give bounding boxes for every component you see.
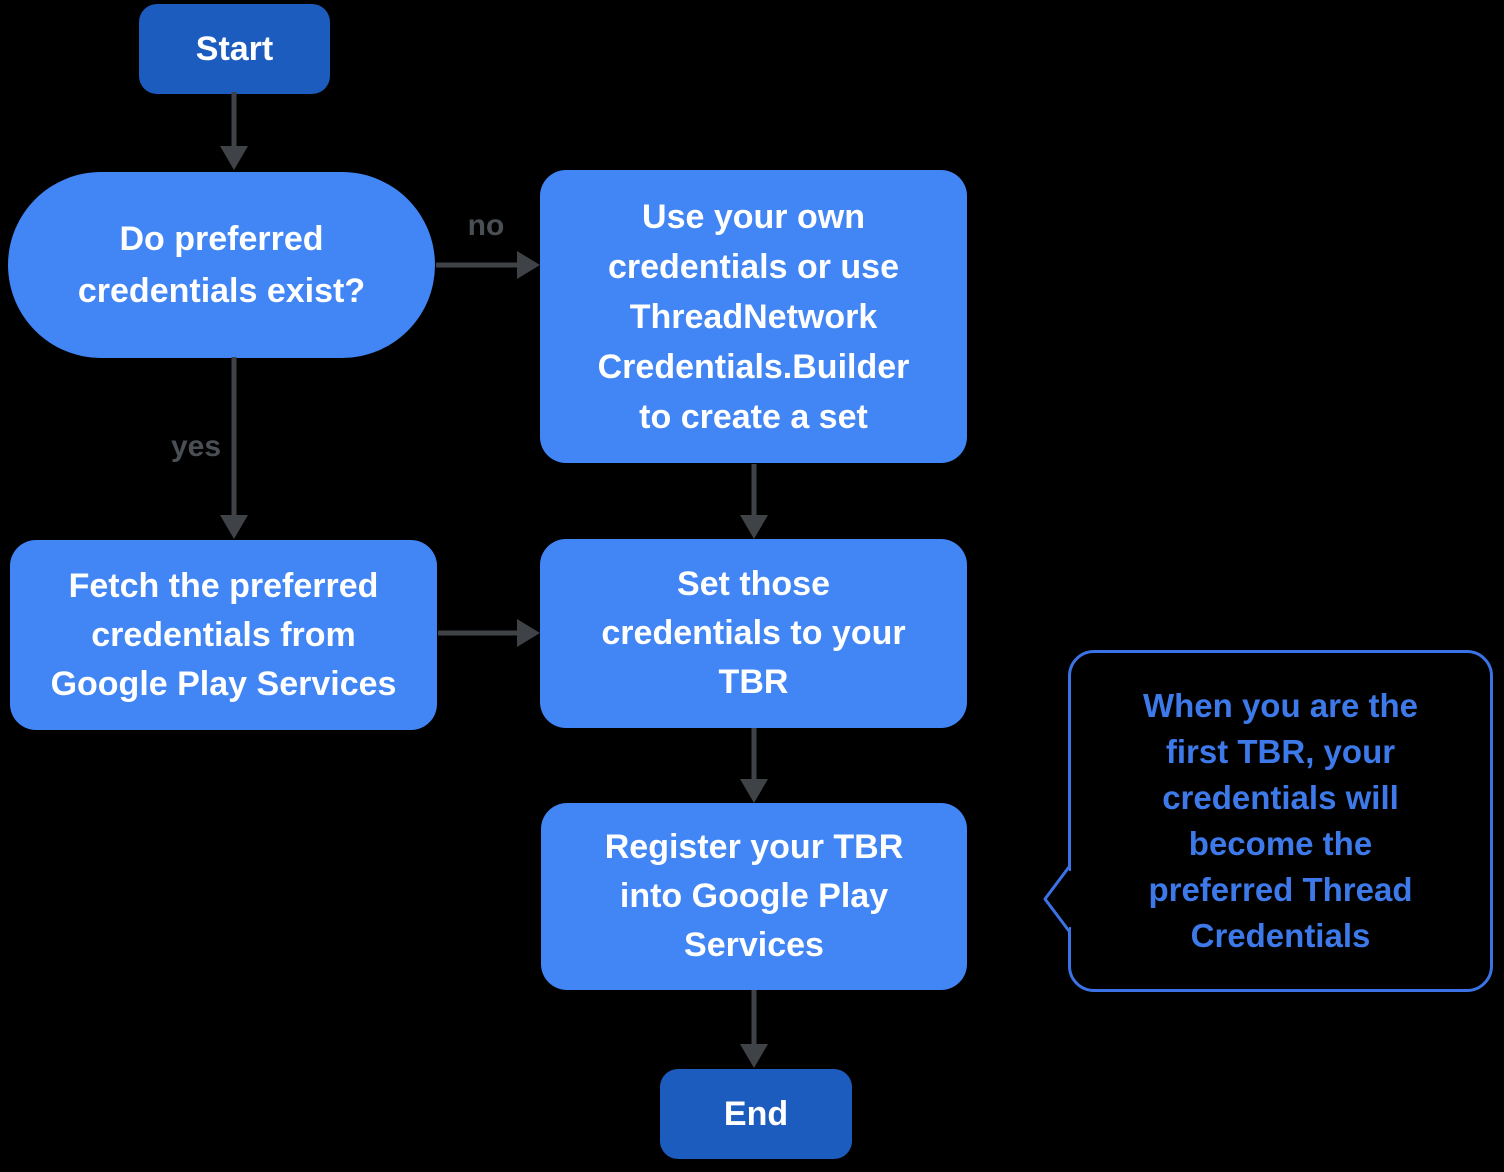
arrow-head-icon xyxy=(740,515,768,539)
arrow-shaft xyxy=(436,262,522,268)
arrow-start-to-decision xyxy=(220,92,248,170)
arrow-head-icon xyxy=(517,251,540,279)
arrow-head-icon xyxy=(740,1044,768,1068)
node-end: End xyxy=(660,1069,852,1159)
callout-tail-icon xyxy=(1043,866,1071,932)
node-use-own-credentials-label: Use your own credentials or use ThreadNe… xyxy=(597,197,910,436)
edge-label-yes: yes xyxy=(170,430,222,463)
arrow-shaft xyxy=(438,630,522,636)
arrow-set-to-register xyxy=(740,728,768,803)
arrow-head-icon xyxy=(220,146,248,170)
node-decision-label: Do preferred credentials exist? xyxy=(77,220,366,310)
callout-note-label: When you are the first TBR, your credent… xyxy=(1142,687,1419,954)
node-decision: Do preferred credentials exist? xyxy=(8,172,435,358)
node-start: Start xyxy=(139,4,330,94)
arrow-shaft xyxy=(231,357,237,519)
node-fetch-credentials-label: Fetch the preferred credentials from Goo… xyxy=(50,566,397,703)
arrow-shaft xyxy=(231,92,237,150)
node-register-tbr: Register your TBR into Google Play Servi… xyxy=(541,803,967,990)
arrow-use-to-set xyxy=(740,464,768,539)
node-set-credentials: Set those credentials to your TBR xyxy=(540,539,967,728)
arrow-shaft xyxy=(751,728,757,783)
node-start-label: Start xyxy=(195,29,274,68)
arrow-shaft xyxy=(751,990,757,1048)
arrow-head-icon xyxy=(220,515,248,539)
node-register-tbr-label: Register your TBR into Google Play Servi… xyxy=(604,828,904,964)
arrow-register-to-end xyxy=(740,990,768,1068)
node-fetch-credentials: Fetch the preferred credentials from Goo… xyxy=(10,540,437,730)
edge-label-no: no xyxy=(467,209,505,242)
arrow-head-icon xyxy=(740,779,768,803)
node-set-credentials-label: Set those credentials to your TBR xyxy=(601,565,906,701)
arrow-shaft xyxy=(751,464,757,519)
callout-note: When you are the first TBR, your credent… xyxy=(1068,650,1493,992)
arrow-decision-to-fetch xyxy=(220,357,248,539)
node-end-label: End xyxy=(723,1094,789,1133)
arrow-fetch-to-set xyxy=(438,619,540,647)
arrow-head-icon xyxy=(517,619,540,647)
node-use-own-credentials: Use your own credentials or use ThreadNe… xyxy=(540,170,967,463)
arrow-decision-to-use xyxy=(436,251,540,279)
callout-tail-mask xyxy=(1066,871,1074,927)
